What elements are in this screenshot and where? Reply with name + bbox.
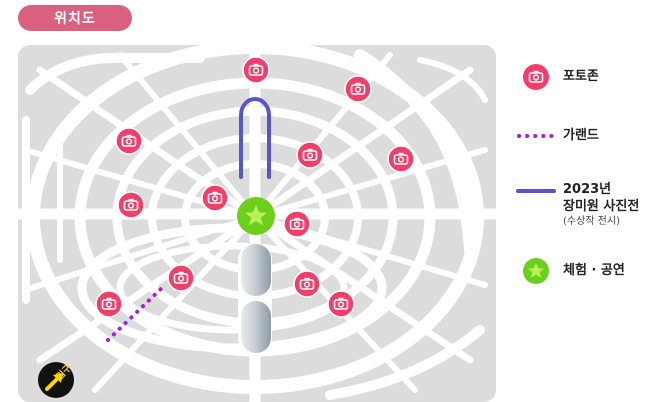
legend-exhibition: 2023년 장미원 사진전 (수상작 전시) (515, 181, 639, 229)
page-title: 위치도 (18, 5, 132, 31)
camera-icon (523, 64, 549, 90)
photo-zone-marker[interactable] (327, 290, 355, 318)
photo-zone-marker[interactable] (293, 270, 321, 298)
legend-exhibition-sub: (수상작 전시) (563, 216, 620, 227)
exhibition-path (239, 97, 271, 179)
legend-exhibition-label: 2023년 장미원 사진전 (수상작 전시) (557, 181, 639, 229)
dotted-line-icon (517, 134, 555, 138)
legend-exhibition-line1: 2023년 (563, 182, 612, 197)
garland-path (106, 282, 168, 342)
legend-performance: 체험 · 공연 (515, 257, 625, 285)
legend-photo-zone-label: 포토존 (563, 69, 599, 84)
photo-zone-marker[interactable] (95, 290, 123, 318)
solid-line-icon (516, 189, 556, 193)
center-pavilions (238, 243, 272, 355)
photo-zone-marker[interactable] (387, 145, 415, 173)
star-icon (523, 258, 549, 284)
photo-zone-marker[interactable] (117, 191, 145, 219)
legend-photo-zone: 포토존 (515, 63, 599, 91)
photo-zone-marker[interactable] (201, 184, 229, 212)
entrance-marker[interactable]: 입구 (38, 362, 74, 398)
photo-zone-marker[interactable] (242, 56, 270, 84)
legend-garden-label: 가랜드 (563, 128, 599, 143)
performance-star-marker[interactable] (237, 197, 275, 235)
photo-zone-marker[interactable] (167, 264, 195, 292)
photo-zone-marker[interactable] (115, 127, 143, 155)
legend-performance-label: 체험 · 공연 (563, 263, 625, 278)
photo-zone-marker[interactable] (296, 141, 324, 169)
legend-exhibition-line2: 장미원 사진전 (563, 199, 640, 214)
photo-zone-marker[interactable] (283, 210, 311, 238)
photo-zone-marker[interactable] (344, 75, 372, 103)
legend-garden: 가랜드 (515, 122, 599, 150)
